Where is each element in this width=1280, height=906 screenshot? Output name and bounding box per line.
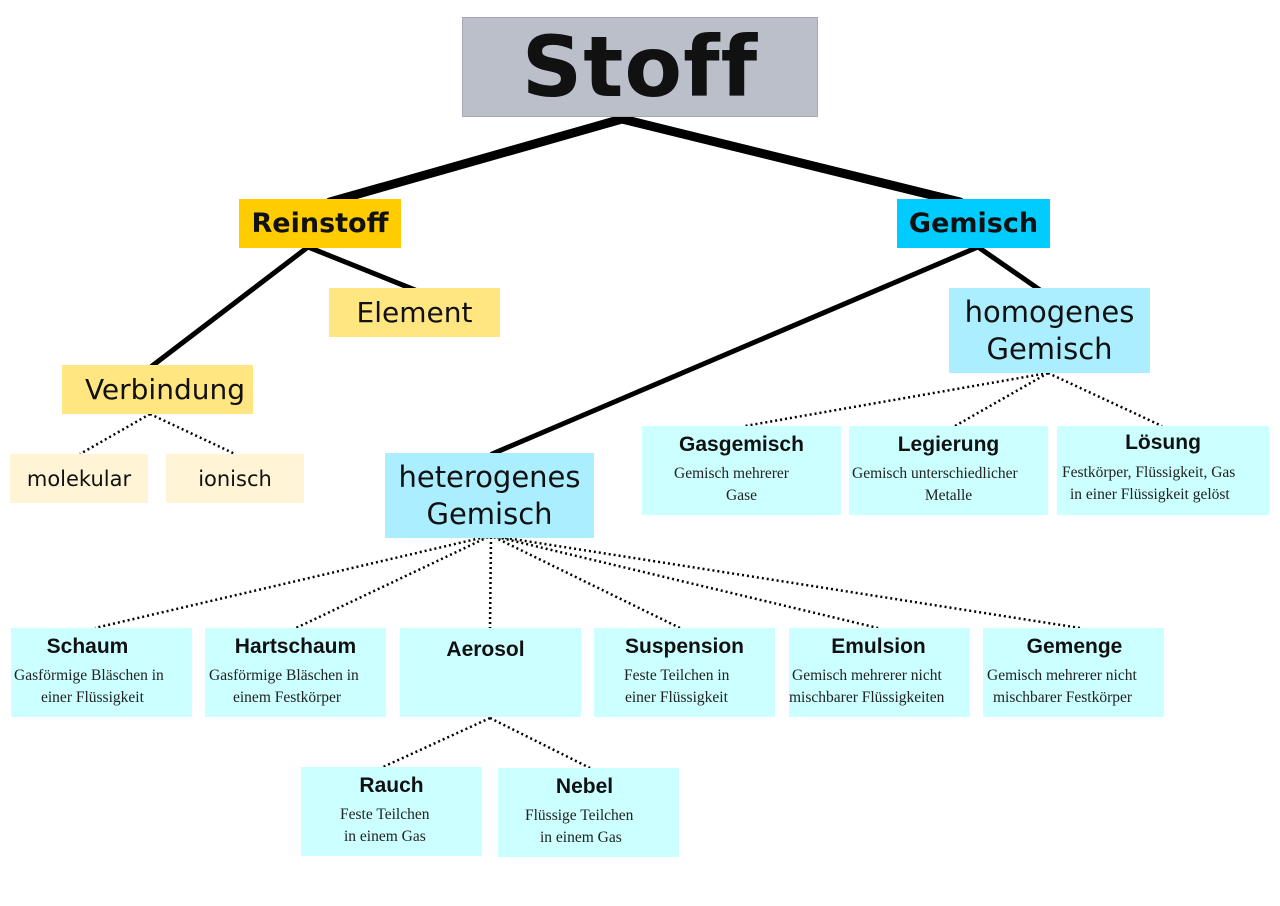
leaf-desc-line: mischbarer Festkörper bbox=[993, 689, 1133, 706]
leaf-nebel: Nebel Flüssige Teilchen in einem Gas bbox=[498, 768, 679, 857]
edge-heterogen-hartschaum bbox=[295, 535, 489, 630]
leaf-suspension: Suspension Feste Teilchen in einer Flüss… bbox=[594, 628, 775, 717]
leaf-title: Aerosol bbox=[446, 638, 525, 661]
edge-verbindung-molekular bbox=[79, 412, 151, 456]
edge-aerosol-nebel bbox=[489, 716, 591, 770]
node-element: Element bbox=[329, 288, 500, 337]
node-reinstoff: Reinstoff bbox=[239, 199, 401, 248]
leaf-desc-line: Festkörper, Flüssigkeit, Gas bbox=[1062, 464, 1236, 481]
leaf-title: Schaum bbox=[46, 635, 129, 658]
leaf-title: Gasgemisch bbox=[679, 433, 804, 456]
leaf-title: Suspension bbox=[624, 635, 745, 658]
leaf-rauch: Rauch Feste Teilchen in einem Gas bbox=[301, 767, 482, 856]
root-label: Stoff bbox=[521, 18, 759, 116]
leaf-desc-line: in einer Flüssigkeit gelöst bbox=[1070, 486, 1230, 503]
homogen-line-2: Gemisch bbox=[986, 331, 1113, 366]
leaf-desc-line: Metalle bbox=[924, 487, 973, 504]
leaf-desc-line: Feste Teilchen bbox=[340, 806, 430, 823]
heterogen-line-2: Gemisch bbox=[426, 496, 553, 531]
edge-heterogen-gemenge bbox=[499, 535, 1081, 630]
leaf-desc-line: Feste Teilchen in bbox=[624, 667, 730, 684]
heterogen-line-1: heterogenes bbox=[398, 459, 581, 494]
edge-gemisch-heterogen bbox=[489, 244, 981, 457]
ionisch-label: ionisch bbox=[198, 466, 272, 491]
leaf-desc-line: einer Flüssigkeit bbox=[625, 689, 728, 706]
leaf-title: Legierung bbox=[897, 433, 1000, 456]
edge-heterogen-suspension bbox=[493, 535, 681, 630]
leaf-emulsion: Emulsion Gemisch mehrerer nicht mischbar… bbox=[789, 628, 970, 717]
leaf-desc-line: Gemisch mehrerer nicht bbox=[987, 667, 1137, 684]
edge-verbindung-ionisch bbox=[149, 412, 236, 456]
edge-homogen-loesung bbox=[1047, 371, 1163, 428]
leaf-desc-line: Gase bbox=[726, 487, 757, 504]
leaf-desc-line: in einem Gas bbox=[344, 828, 426, 845]
leaf-gemenge: Gemenge Gemisch mehrerer nicht mischbare… bbox=[983, 628, 1164, 717]
edge-homogen-legierung bbox=[954, 371, 1049, 428]
reinstoff-label: Reinstoff bbox=[251, 208, 389, 239]
homogen-line-1: homogenes bbox=[964, 294, 1135, 329]
verbindung-label: Verbindung bbox=[84, 373, 245, 406]
leaf-loesung: Lösung Festkörper, Flüssigkeit, Gas in e… bbox=[1057, 426, 1269, 515]
leaf-title: Rauch bbox=[359, 774, 424, 797]
leaf-desc-line: Gemisch mehrerer bbox=[674, 465, 789, 482]
edge-heterogen-aerosol bbox=[488, 536, 493, 629]
leaf-desc-line: Flüssige Teilchen bbox=[525, 807, 634, 824]
molekular-label: molekular bbox=[26, 466, 132, 491]
leaf-desc-line: einem Festkörper bbox=[233, 689, 342, 706]
element-label: Element bbox=[356, 296, 473, 329]
leaf-desc-line: Gemisch unterschiedlicher bbox=[852, 465, 1018, 482]
leaf-desc-line: Gemisch mehrerer nicht bbox=[792, 667, 942, 684]
root-node-stoff: Stoff bbox=[462, 17, 818, 117]
edge-reinstoff-element bbox=[305, 244, 418, 293]
leaf-title: Hartschaum bbox=[234, 635, 357, 658]
node-verbindung: Verbindung bbox=[62, 365, 253, 414]
leaf-hartschaum: Hartschaum Gasförmige Bläschen in einem … bbox=[205, 628, 386, 717]
node-ionisch: ionisch bbox=[166, 454, 304, 503]
edge-gemisch-homogen bbox=[975, 244, 1043, 293]
leaf-title: Lösung bbox=[1125, 431, 1201, 454]
leaf-desc-line: in einem Gas bbox=[540, 829, 622, 846]
edge-heterogen-emulsion bbox=[496, 535, 879, 630]
leaf-gasgemisch: Gasgemisch Gemisch mehrerer Gase bbox=[642, 426, 841, 515]
edge-heterogen-schaum bbox=[94, 535, 486, 630]
node-gemisch: Gemisch bbox=[897, 199, 1050, 248]
edge-stoff-reinstoff bbox=[325, 114, 627, 207]
leaf-desc-line: mischbarer Flüssigkeiten bbox=[789, 689, 945, 706]
leaf-aerosol: Aerosol bbox=[400, 628, 581, 717]
leaf-legierung: Legierung Gemisch unterschiedlicher Meta… bbox=[849, 426, 1048, 515]
edge-homogen-gasgemisch bbox=[744, 371, 1049, 428]
node-homogenes-gemisch: homogenes Gemisch bbox=[949, 288, 1150, 373]
edge-aerosol-rauch bbox=[382, 716, 491, 769]
leaf-schaum: Schaum Gasförmige Bläschen in einer Flüs… bbox=[11, 628, 192, 717]
leaf-title: Gemenge bbox=[1026, 635, 1123, 658]
leaf-desc-line: Gasförmige Bläschen in bbox=[14, 667, 164, 684]
edge-reinstoff-verbindung bbox=[149, 244, 311, 369]
edge-stoff-gemisch bbox=[617, 114, 965, 207]
gemisch-label: Gemisch bbox=[908, 208, 1039, 239]
node-heterogenes-gemisch: heterogenes Gemisch bbox=[385, 453, 594, 538]
leaf-title: Emulsion bbox=[831, 635, 926, 658]
node-molekular: molekular bbox=[10, 454, 148, 503]
leaf-title: Nebel bbox=[555, 775, 614, 798]
leaf-desc-line: einer Flüssigkeit bbox=[41, 689, 144, 706]
leaf-desc-line: Gasförmige Bläschen in bbox=[209, 667, 359, 684]
